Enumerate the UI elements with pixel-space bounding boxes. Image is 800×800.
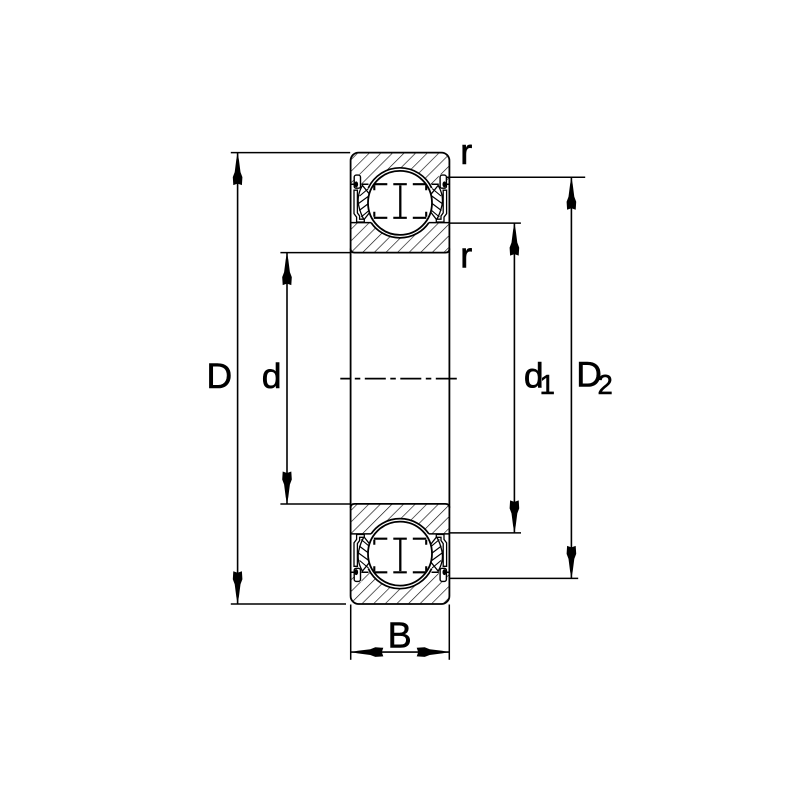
svg-text:d: d <box>524 355 544 395</box>
svg-text:1: 1 <box>540 369 555 400</box>
svg-text:D: D <box>576 355 602 395</box>
svg-text:r: r <box>460 131 472 172</box>
svg-text:2: 2 <box>598 369 613 400</box>
svg-text:d: d <box>262 356 282 396</box>
svg-text:r: r <box>460 234 472 275</box>
svg-text:B: B <box>388 615 412 656</box>
svg-text:D: D <box>207 356 233 396</box>
